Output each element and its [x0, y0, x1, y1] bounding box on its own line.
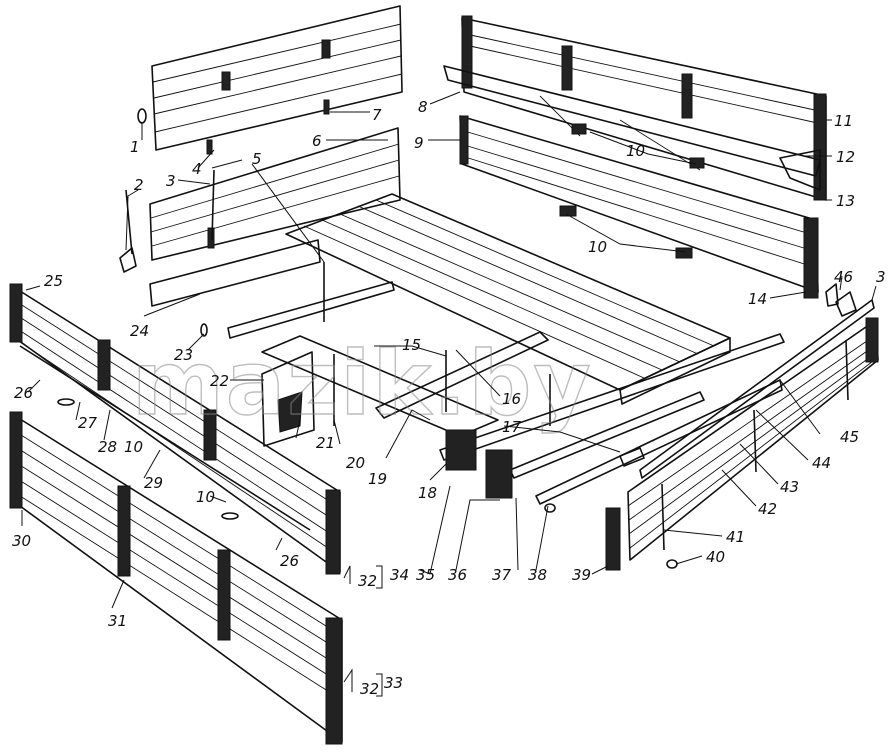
- left-side-board-lower: [9, 411, 343, 745]
- callout-17: 17: [502, 418, 522, 436]
- callout-3-left: 3: [166, 172, 176, 190]
- platform-floor: [285, 193, 731, 405]
- callout-5: 5: [252, 150, 262, 168]
- callout-41: 41: [726, 528, 745, 546]
- callout-34: 34: [390, 566, 409, 584]
- callout-27: 27: [78, 414, 98, 432]
- leader-lines: [21, 91, 877, 692]
- callout-12: 12: [836, 148, 855, 166]
- callout-43: 43: [780, 478, 799, 496]
- callout-21: 21: [316, 434, 335, 452]
- callout-10-side-a: 10: [124, 438, 143, 456]
- left-side-board-upper: [9, 283, 341, 575]
- callout-1: 1: [130, 138, 140, 156]
- callout-20: 20: [346, 454, 365, 472]
- callout-46: 46: [834, 268, 853, 286]
- watermark-text: mazik.by: [132, 332, 593, 435]
- callout-35: 35: [416, 566, 435, 584]
- callout-28: 28: [98, 438, 117, 456]
- rear-board-lower: [459, 115, 819, 299]
- callout-39: 39: [572, 566, 591, 584]
- callout-38: 38: [528, 566, 547, 584]
- callout-37: 37: [492, 566, 512, 584]
- callout-32-lower: 32: [360, 680, 379, 698]
- callout-33: 33: [384, 674, 403, 692]
- front-board-base-bar: [149, 239, 395, 339]
- callout-29: 29: [144, 474, 163, 492]
- callout-15: 15: [402, 336, 421, 354]
- callout-40: 40: [706, 548, 725, 566]
- callout-13: 13: [836, 192, 855, 210]
- front-board-upper: [151, 5, 403, 155]
- callout-9: 9: [414, 134, 424, 152]
- callout-30: 30: [12, 532, 31, 550]
- callout-6: 6: [312, 132, 322, 150]
- callout-8: 8: [418, 98, 428, 116]
- callout-26-right: 26: [280, 552, 299, 570]
- right-side-board: [605, 299, 879, 571]
- hinge-bracket: [261, 351, 315, 447]
- callout-10-shelf: 10: [626, 142, 645, 160]
- callout-14: 14: [748, 290, 767, 308]
- callout-42: 42: [758, 500, 777, 518]
- callout-10-side-b: 10: [196, 488, 215, 506]
- callout-36: 36: [448, 566, 467, 584]
- callout-32-upper: 32: [358, 572, 377, 590]
- callout-25: 25: [44, 272, 63, 290]
- callout-19: 19: [368, 470, 387, 488]
- callout-26-left: 26: [14, 384, 33, 402]
- callout-31: 31: [108, 612, 127, 630]
- callout-23: 23: [174, 346, 193, 364]
- platform-subframe: [261, 262, 785, 505]
- callout-22: 22: [210, 372, 229, 390]
- callout-7: 7: [372, 106, 382, 124]
- callout-44: 44: [812, 454, 831, 472]
- rear-board-frame: [443, 15, 827, 201]
- callout-10-rear: 10: [588, 238, 607, 256]
- callout-2: 2: [134, 176, 144, 194]
- callout-4: 4: [192, 160, 202, 178]
- callout-45: 45: [840, 428, 859, 446]
- callout-16: 16: [502, 390, 521, 408]
- callout-18: 18: [418, 484, 437, 502]
- front-board-lower: [149, 127, 401, 261]
- callout-11: 11: [834, 112, 853, 130]
- callout-3-right: 3: [876, 268, 886, 286]
- callout-24: 24: [130, 322, 149, 340]
- callout-labels: 1 2 3 3 4 5 6 7 8 9 10 10 10 10 11 12 13…: [12, 98, 886, 698]
- bracket-marks: [376, 565, 383, 697]
